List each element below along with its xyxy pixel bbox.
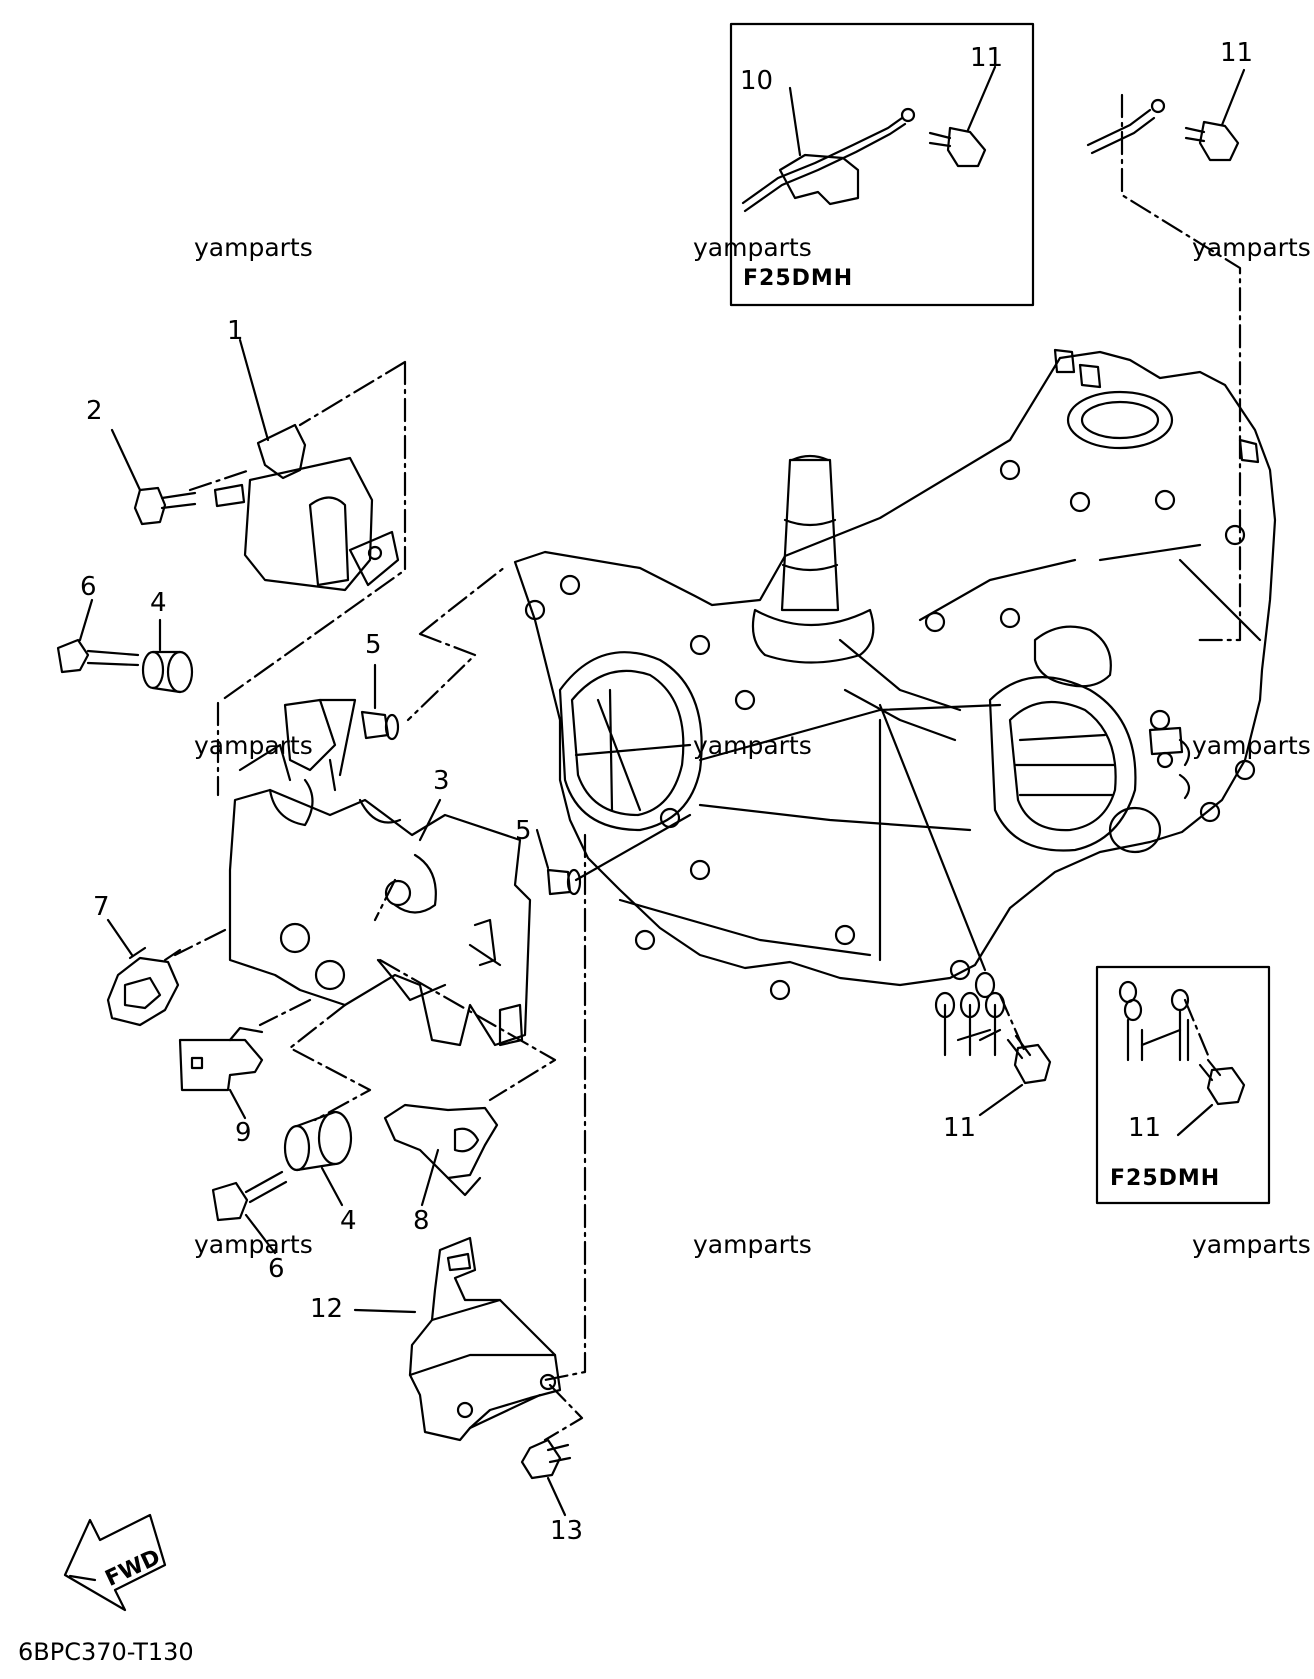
leader-line: [320, 1166, 344, 1207]
callout-10: 10: [740, 66, 774, 96]
dash-dot-line: [258, 998, 312, 1027]
clamp-part-7: [106, 946, 182, 1027]
bolt-part-11-inset: [928, 126, 987, 168]
collar-part-5-upper: [360, 710, 400, 741]
leader-line: [228, 1088, 247, 1120]
callout-9: 9: [235, 1118, 252, 1148]
clamp-part-8: [383, 1103, 499, 1197]
leader-line: [110, 428, 142, 492]
watermark: yamparts: [194, 1230, 313, 1259]
watermark: yamparts: [194, 233, 313, 262]
callout-8: 8: [413, 1206, 430, 1236]
leader-line: [420, 1148, 440, 1207]
dash-dot-line: [1183, 998, 1212, 1062]
callout-13: 13: [550, 1516, 584, 1546]
leader-line: [78, 598, 94, 642]
callout-11-main: 11: [943, 1113, 977, 1143]
callout-6-lower: 6: [268, 1254, 285, 1284]
watermark: yamparts: [1192, 1230, 1311, 1259]
leader-line: [353, 1308, 417, 1314]
callout-11-top-right: 11: [1220, 38, 1254, 68]
dash-dot-line: [373, 878, 397, 922]
callout-11-inset-top: 11: [970, 43, 1004, 73]
leader-line: [238, 338, 270, 442]
bolt-part-11-variant: [1198, 1058, 1246, 1106]
callout-3: 3: [433, 766, 450, 796]
bolt-part-6-upper: [56, 638, 140, 674]
engine-block-outline: [513, 348, 1277, 1001]
leader-line: [418, 798, 442, 842]
dash-dot-line: [288, 1003, 372, 1122]
dash-dot-line: [1120, 93, 1242, 642]
callout-2: 2: [86, 396, 103, 426]
leader-line: [966, 65, 997, 132]
bolt-part-11-main: [1006, 1034, 1052, 1085]
leader-line: [546, 1476, 567, 1517]
bracket-part-12: [408, 1236, 562, 1442]
watermark: yamparts: [693, 233, 812, 262]
leader-line: [535, 828, 550, 870]
leader-line: [788, 86, 802, 157]
variant-label-bottom: F25DMH: [1110, 1166, 1221, 1191]
variant-inset-box-top: [729, 22, 1035, 307]
variant-label-top: F25DMH: [743, 266, 854, 291]
callout-11-inset-bottom: 11: [1128, 1113, 1162, 1143]
bolt-part-13: [520, 1438, 572, 1480]
leader-line: [878, 703, 987, 972]
lead-harness-variant: [1118, 980, 1190, 1062]
watermark: yamparts: [1192, 731, 1311, 760]
bolt-part-6-lower: [211, 1170, 288, 1222]
callout-1: 1: [227, 316, 244, 346]
dash-dot-line: [543, 833, 587, 1382]
wire-lead-part-10: [741, 107, 916, 213]
fwd-label: FWD: [102, 1545, 165, 1592]
grommet-part-4-upper: [141, 650, 194, 694]
dash-dot-line: [188, 360, 407, 702]
leader-line: [244, 1213, 277, 1255]
watermark: yamparts: [693, 731, 812, 760]
watermark: yamparts: [693, 1230, 812, 1259]
dash-dot-line: [378, 958, 557, 1102]
ground-wire-top-right: [1086, 98, 1240, 162]
callout-5-lower: 5: [515, 816, 532, 846]
dash-dot-line: [173, 928, 227, 957]
callout-5-upper: 5: [365, 630, 382, 660]
watermark: yamparts: [1192, 233, 1311, 262]
collar-part-5-lower: [546, 868, 582, 896]
dash-dot-line: [543, 1383, 584, 1442]
callout-6-upper: 6: [80, 572, 97, 602]
leader-line: [574, 813, 692, 882]
callout-7: 7: [93, 892, 110, 922]
leader-line: [1176, 1103, 1214, 1137]
lead-harness-main: [934, 971, 1006, 1057]
grommet-part-4-lower: [283, 1110, 353, 1172]
leader-line: [1220, 68, 1246, 127]
dash-dot-line: [406, 565, 507, 722]
leader-line: [106, 918, 134, 957]
variant-inset-box-bottom: [1095, 965, 1271, 1205]
leader-line: [978, 1083, 1024, 1117]
ignition-module-part-1: [213, 423, 400, 592]
fwd-arrow-icon: [63, 1513, 167, 1612]
callout-12: 12: [310, 1294, 344, 1324]
clip-part-9: [178, 1026, 264, 1092]
callout-4-upper: 4: [150, 588, 167, 618]
watermark: yamparts: [194, 731, 313, 760]
diagram-code: 6BPC370-T130: [18, 1638, 194, 1666]
callout-4-lower: 4: [340, 1206, 357, 1236]
bolt-part-2: [133, 486, 197, 526]
